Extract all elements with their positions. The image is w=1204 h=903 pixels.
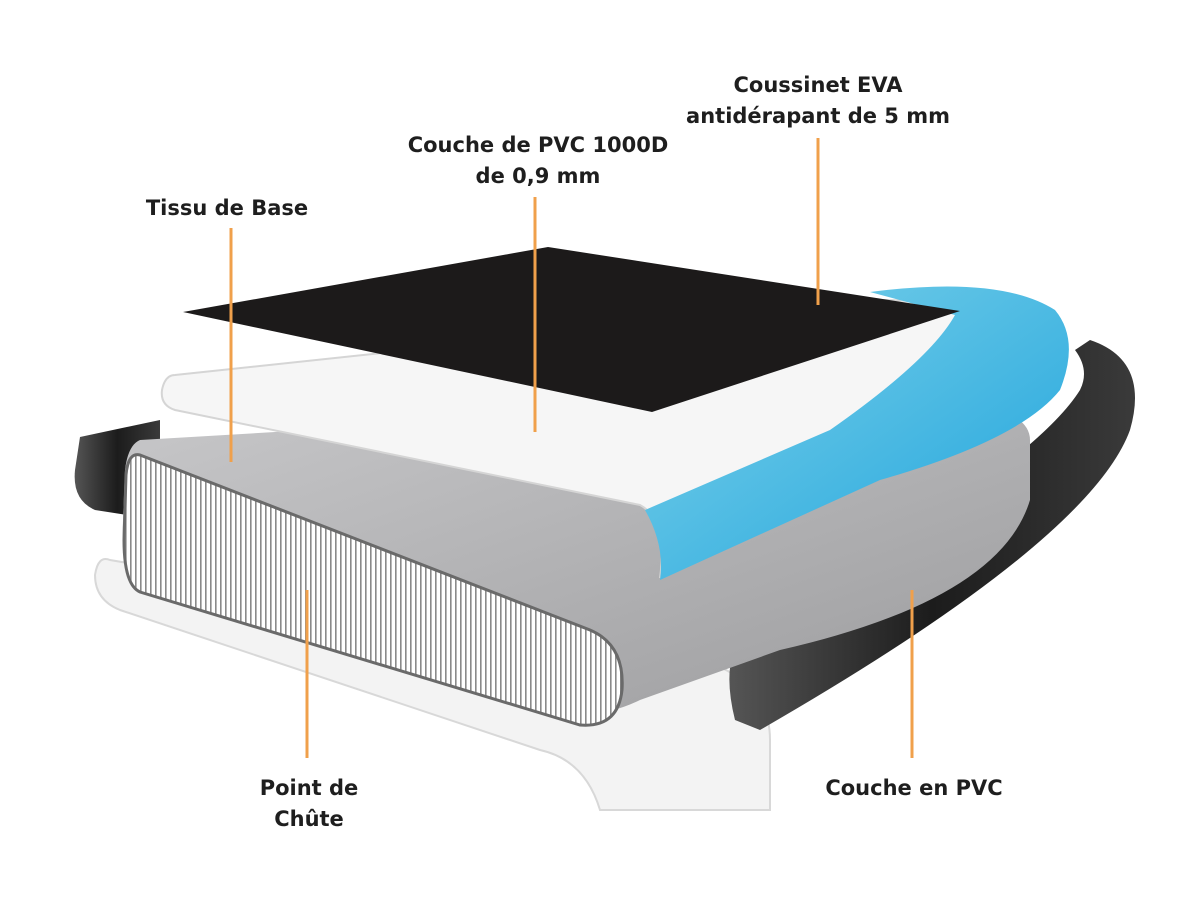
leader-lines	[229, 138, 914, 758]
drop-stitch-face	[122, 453, 624, 727]
label-pvc-1000d: Couche de PVC 1000D de 0,9 mm	[408, 130, 669, 192]
label-line: Couche en PVC	[825, 776, 1003, 800]
label-line: Couche de PVC 1000D	[407, 133, 669, 157]
label-line: antidérapant de 5 mm	[686, 104, 950, 128]
label-line: Chûte	[274, 807, 344, 831]
label-line: Coussinet EVA	[733, 73, 903, 97]
label-pvc-layer: Couche en PVC	[825, 773, 1002, 804]
label-line: Point de	[259, 776, 359, 800]
label-base-fabric: Tissu de Base	[146, 193, 308, 224]
label-line: Tissu de Base	[145, 196, 309, 220]
label-line: de 0,9 mm	[475, 164, 601, 188]
black-top-sheet	[183, 247, 960, 412]
label-drop-stitch: Point de Chûte	[260, 773, 359, 835]
label-eva-pad: Coussinet EVA antidérapant de 5 mm	[686, 70, 950, 132]
eva-pad-layer	[645, 286, 1069, 580]
